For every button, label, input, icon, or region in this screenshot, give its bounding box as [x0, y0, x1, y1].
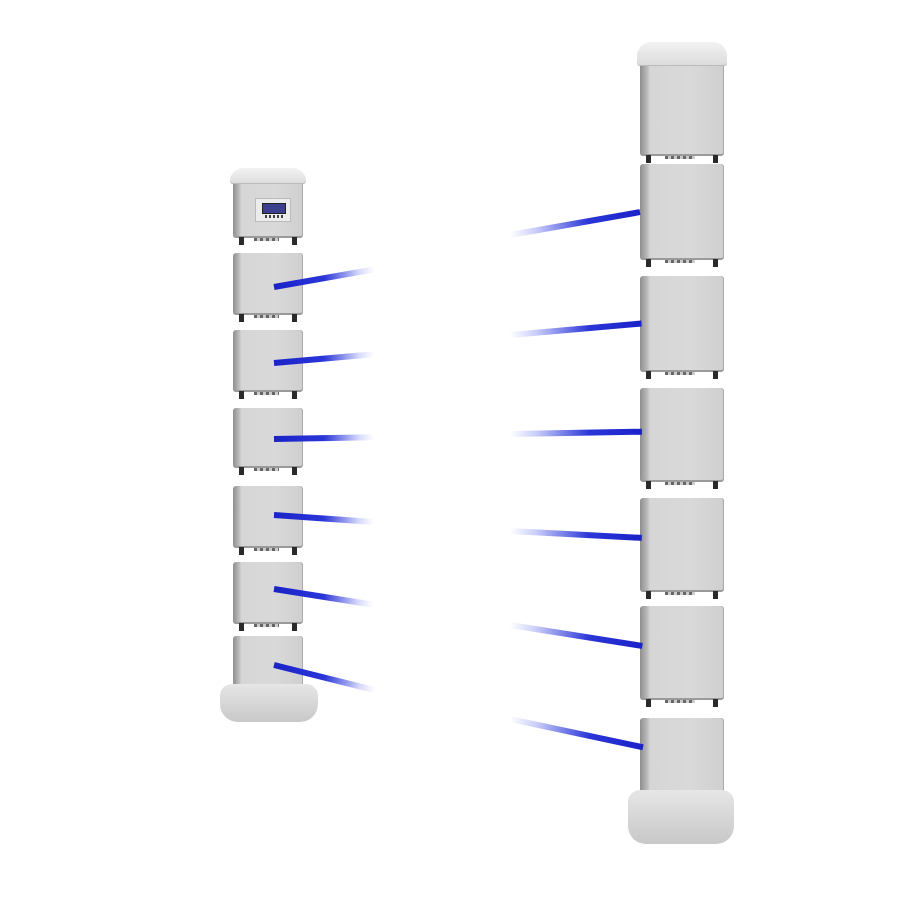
right-beam-2: [509, 320, 642, 338]
panel-connector: [254, 392, 279, 395]
panel-connector: [665, 156, 695, 159]
panel-connector: [254, 315, 279, 318]
panel-connector: [665, 260, 695, 263]
panel-foot: [646, 371, 651, 379]
keypad-buttons: [265, 215, 283, 218]
right-zone-panel-3: [640, 388, 724, 489]
panel-foot: [292, 547, 297, 555]
left-base: [220, 684, 318, 722]
panel-foot: [713, 591, 718, 599]
panel-foot: [239, 547, 244, 555]
panel-foot: [646, 591, 651, 599]
panel-foot: [713, 259, 718, 267]
right-zone-panel-1: [640, 164, 724, 267]
right-zone-panel-4: [640, 498, 724, 599]
panel-connector: [254, 548, 279, 551]
right-top-cap: [637, 42, 727, 66]
panel-foot: [713, 481, 718, 489]
panel-connector: [254, 238, 279, 241]
panel-foot: [292, 237, 297, 245]
panel-connector: [665, 700, 695, 703]
panel-connector: [254, 468, 279, 471]
panel-foot: [239, 467, 244, 475]
right-beam-6: [509, 716, 644, 751]
control-unit: [230, 168, 306, 245]
panel-foot: [292, 623, 297, 631]
panel-foot: [713, 155, 718, 163]
panel-foot: [646, 259, 651, 267]
panel-foot: [239, 314, 244, 322]
panel-connector: [665, 592, 695, 595]
left-beam-3: [273, 434, 375, 442]
panel-connector: [665, 372, 695, 375]
panel-connector: [665, 482, 695, 485]
right-beam-5: [509, 622, 643, 649]
panel-foot: [292, 314, 297, 322]
control-display: [255, 198, 291, 222]
panel-foot: [646, 699, 651, 707]
panel-foot: [713, 371, 718, 379]
right-zone-panel-2: [640, 276, 724, 379]
panel-connector: [254, 624, 279, 627]
right-beam-3: [509, 428, 643, 437]
panel-foot: [713, 699, 718, 707]
panel-foot: [239, 391, 244, 399]
right-top-panel: [637, 42, 727, 163]
control-unit-cap: [230, 168, 306, 184]
panel-foot: [239, 623, 244, 631]
right-beam-1: [509, 209, 641, 238]
panel-foot: [292, 391, 297, 399]
lcd-screen: [262, 203, 286, 214]
right-beam-4: [509, 528, 642, 541]
right-base: [628, 790, 734, 844]
panel-foot: [292, 467, 297, 475]
panel-foot: [239, 237, 244, 245]
panel-foot: [646, 481, 651, 489]
right-zone-panel-5: [640, 606, 724, 707]
panel-foot: [646, 155, 651, 163]
